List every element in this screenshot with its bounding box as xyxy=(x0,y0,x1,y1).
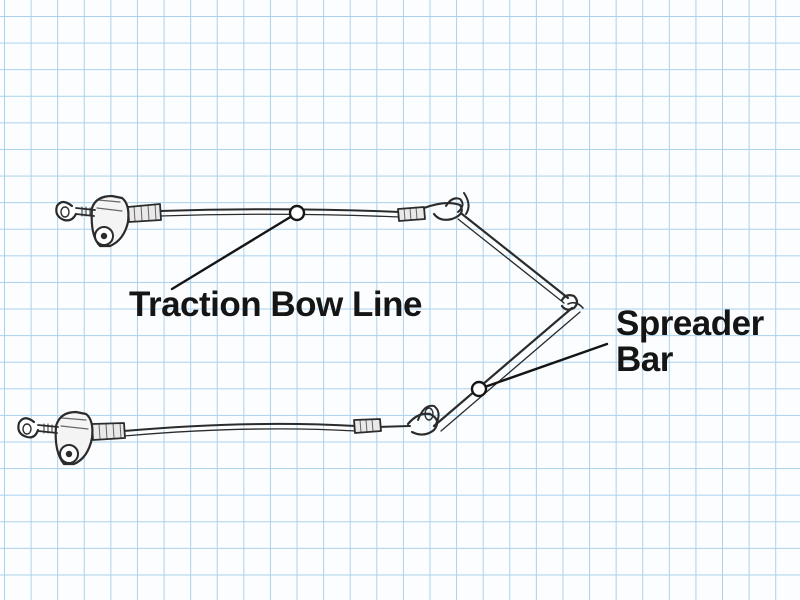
bottom-clamp-icon xyxy=(17,410,94,466)
spreader-bar-label-line-1: Spreader xyxy=(616,304,764,343)
spreader-bar-label-line-2: Bar xyxy=(616,340,673,379)
bottom-bow-line xyxy=(91,404,440,441)
callout-traction-bow-line xyxy=(170,204,306,291)
top-bow-line xyxy=(127,192,470,223)
top-clamp-icon xyxy=(55,194,130,248)
spreader-bar xyxy=(432,212,584,432)
traction-bow-line-label: Traction Bow Line xyxy=(129,285,422,324)
callout-spreader-bar xyxy=(470,342,609,398)
spreader-bar-label: Spreader Bar xyxy=(616,306,764,378)
